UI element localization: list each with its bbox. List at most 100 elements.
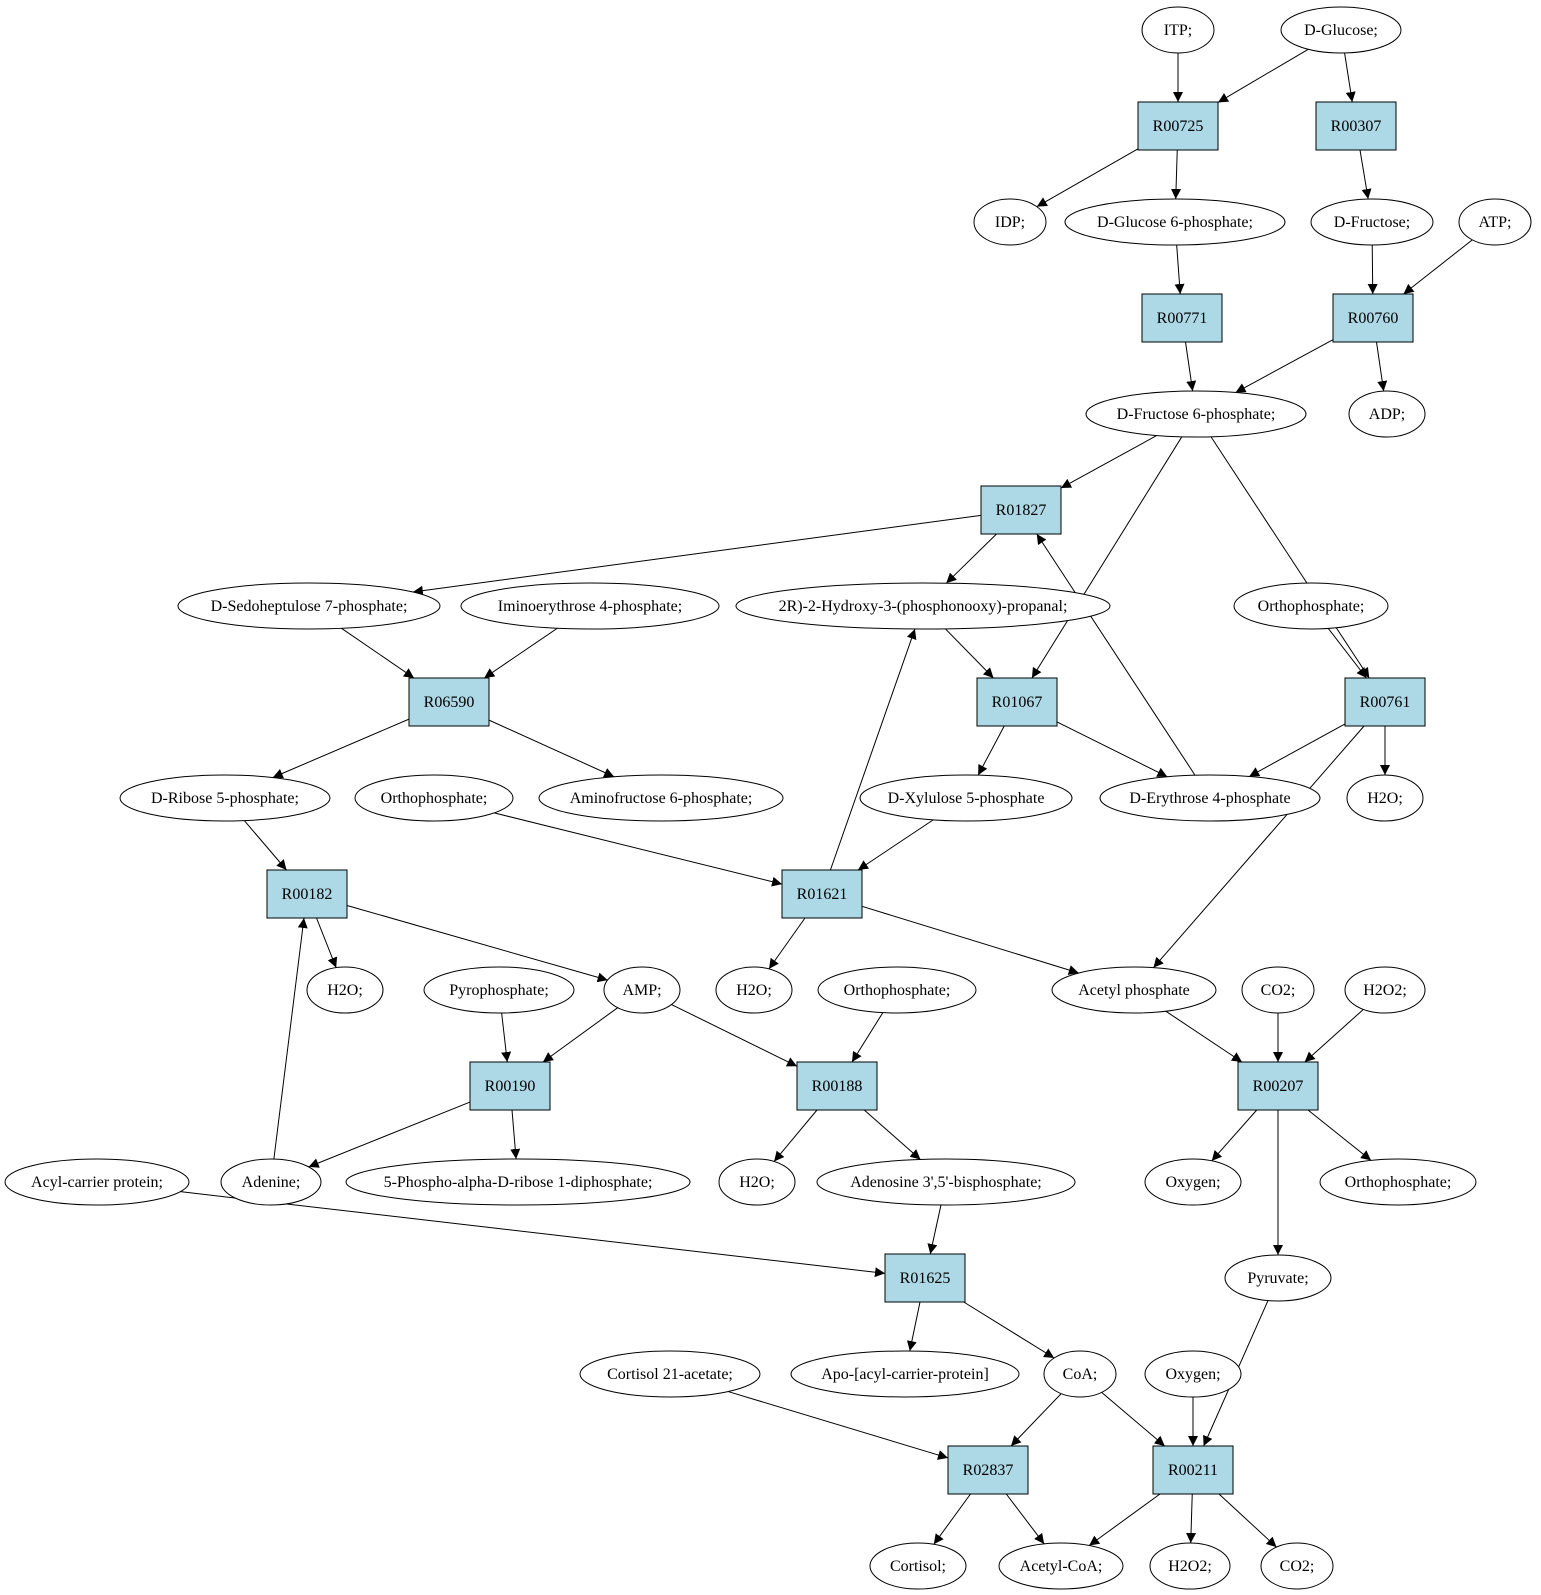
compound-label: Oxygen; — [1165, 1366, 1220, 1383]
compound-label: D-Sedoheptulose 7-phosphate; — [211, 598, 408, 615]
reaction-box — [469, 1061, 551, 1111]
compound-node: Adenosine 3',5'-bisphosphate; — [816, 1158, 1076, 1206]
compound-node: Cortisol; — [869, 1542, 967, 1590]
edge-layer — [180, 48, 1473, 1548]
edge-arrow — [863, 1109, 921, 1160]
edge-arrow — [1031, 436, 1183, 679]
compound-ellipse — [1344, 966, 1426, 1014]
compound-node: ITP; — [1141, 6, 1215, 54]
reaction-box — [947, 1445, 1029, 1495]
compound-label: D-Erythrose 4-phosphate — [1129, 790, 1290, 807]
compound-ellipse — [816, 1158, 1076, 1206]
compound-label: Apo-[acyl-carrier-protein] — [821, 1366, 989, 1383]
edge-arrow — [308, 1101, 471, 1168]
edge-arrow — [1165, 1010, 1243, 1063]
edge-arrow — [1210, 436, 1370, 679]
edge-arrow — [488, 719, 615, 778]
compound-node: Apo-[acyl-carrier-protein] — [790, 1350, 1020, 1398]
compound-label: Iminoerythrose 4-phosphate; — [498, 598, 682, 615]
compound-label: Adenosine 3',5'-bisphosphate; — [850, 1174, 1042, 1191]
compound-ellipse — [538, 774, 784, 822]
compound-label: H2O2; — [1168, 1558, 1212, 1575]
compound-node: Adenine; — [220, 1158, 322, 1206]
reaction-box — [1152, 1445, 1234, 1495]
compound-ellipse — [1310, 198, 1434, 246]
compound-ellipse — [869, 1542, 967, 1590]
edge-arrow — [1101, 1392, 1166, 1447]
reaction-node: R00307 — [1315, 101, 1397, 151]
reaction-box — [1344, 677, 1426, 727]
compound-label: D-Glucose; — [1304, 22, 1378, 39]
compound-node: H2O; — [715, 966, 793, 1014]
reaction-label: R01621 — [797, 886, 848, 903]
compound-label: D-Xylulose 5-phosphate — [888, 790, 1045, 807]
edge-arrow — [1211, 1109, 1258, 1162]
compound-label: ADP; — [1369, 406, 1405, 423]
compound-node: ADP; — [1348, 390, 1426, 438]
compound-node: Acyl-carrier protein; — [4, 1158, 190, 1206]
reaction-label: R00307 — [1331, 118, 1382, 135]
edge-arrow — [1174, 244, 1185, 295]
compound-ellipse — [1346, 774, 1424, 822]
reaction-node: R00207 — [1237, 1061, 1319, 1111]
compound-label: Orthophosphate; — [1258, 598, 1365, 615]
compound-ellipse — [817, 966, 977, 1014]
compound-node: Pyruvate; — [1224, 1254, 1332, 1302]
reaction-box — [976, 677, 1058, 727]
compound-label: IDP; — [995, 214, 1025, 231]
edge-arrow — [510, 1109, 521, 1160]
compound-ellipse — [735, 582, 1111, 630]
edge-arrow — [1344, 52, 1356, 103]
compound-node: AMP; — [603, 966, 681, 1014]
edge-arrow — [963, 1301, 1055, 1359]
edge-arrow — [1359, 149, 1372, 200]
edge-arrow — [1185, 341, 1197, 392]
compound-node: IDP; — [973, 198, 1047, 246]
compound-node: D-Erythrose 4-phosphate — [1099, 774, 1321, 822]
reaction-label: R01067 — [992, 694, 1043, 711]
compound-node: D-Xylulose 5-phosphate — [859, 774, 1073, 822]
compound-ellipse — [715, 966, 793, 1014]
reaction-label: R00188 — [812, 1078, 863, 1095]
compound-ellipse — [1233, 582, 1389, 630]
compound-label: Oxygen; — [1165, 1174, 1220, 1191]
edge-arrow — [1010, 1393, 1062, 1447]
reaction-node: R00182 — [266, 869, 348, 919]
compound-ellipse — [1144, 1158, 1242, 1206]
compound-ellipse — [579, 1350, 761, 1398]
compound-node: CO2; — [1260, 1542, 1334, 1590]
edge-arrow — [180, 1191, 886, 1278]
edge-arrow — [977, 725, 1005, 776]
reaction-box — [266, 869, 348, 919]
edge-arrow — [1088, 1493, 1161, 1546]
compound-label: Acyl-carrier protein; — [31, 1174, 163, 1191]
edge-arrow — [851, 1012, 884, 1063]
compound-label: Adenine; — [242, 1174, 301, 1191]
compound-ellipse — [790, 1350, 1020, 1398]
reaction-node: R01625 — [884, 1253, 966, 1303]
compound-label: Cortisol 21-acetate; — [607, 1366, 733, 1383]
edge-arrow — [1186, 1493, 1197, 1544]
reaction-box — [1332, 293, 1414, 343]
compound-node: Pyrophosphate; — [423, 966, 575, 1014]
compound-ellipse — [718, 1158, 796, 1206]
edge-arrow — [1005, 1493, 1045, 1545]
compound-node: D-Fructose 6-phosphate; — [1085, 390, 1307, 438]
compound-label: CoA; — [1063, 1366, 1098, 1383]
edge-arrow — [1171, 149, 1182, 200]
compound-node: Cortisol 21-acetate; — [579, 1350, 761, 1398]
compound-label: Pyrophosphate; — [449, 982, 549, 999]
compound-node: Oxygen; — [1144, 1158, 1242, 1206]
edge-arrow — [1403, 239, 1473, 295]
reaction-label: R00725 — [1153, 118, 1204, 135]
compound-node: H2O; — [718, 1158, 796, 1206]
reaction-node: R00771 — [1141, 293, 1223, 343]
edge-arrow — [1217, 48, 1309, 103]
reaction-label: R00760 — [1348, 310, 1399, 327]
compound-ellipse — [859, 774, 1073, 822]
compound-label: Acetyl-CoA; — [1020, 1558, 1103, 1575]
compound-node: 2R)-2-Hydroxy-3-(phosphonooxy)-propanal; — [735, 582, 1111, 630]
compound-node: D-Sedoheptulose 7-phosphate; — [177, 582, 441, 630]
compound-node: Orthophosphate; — [1319, 1158, 1477, 1206]
